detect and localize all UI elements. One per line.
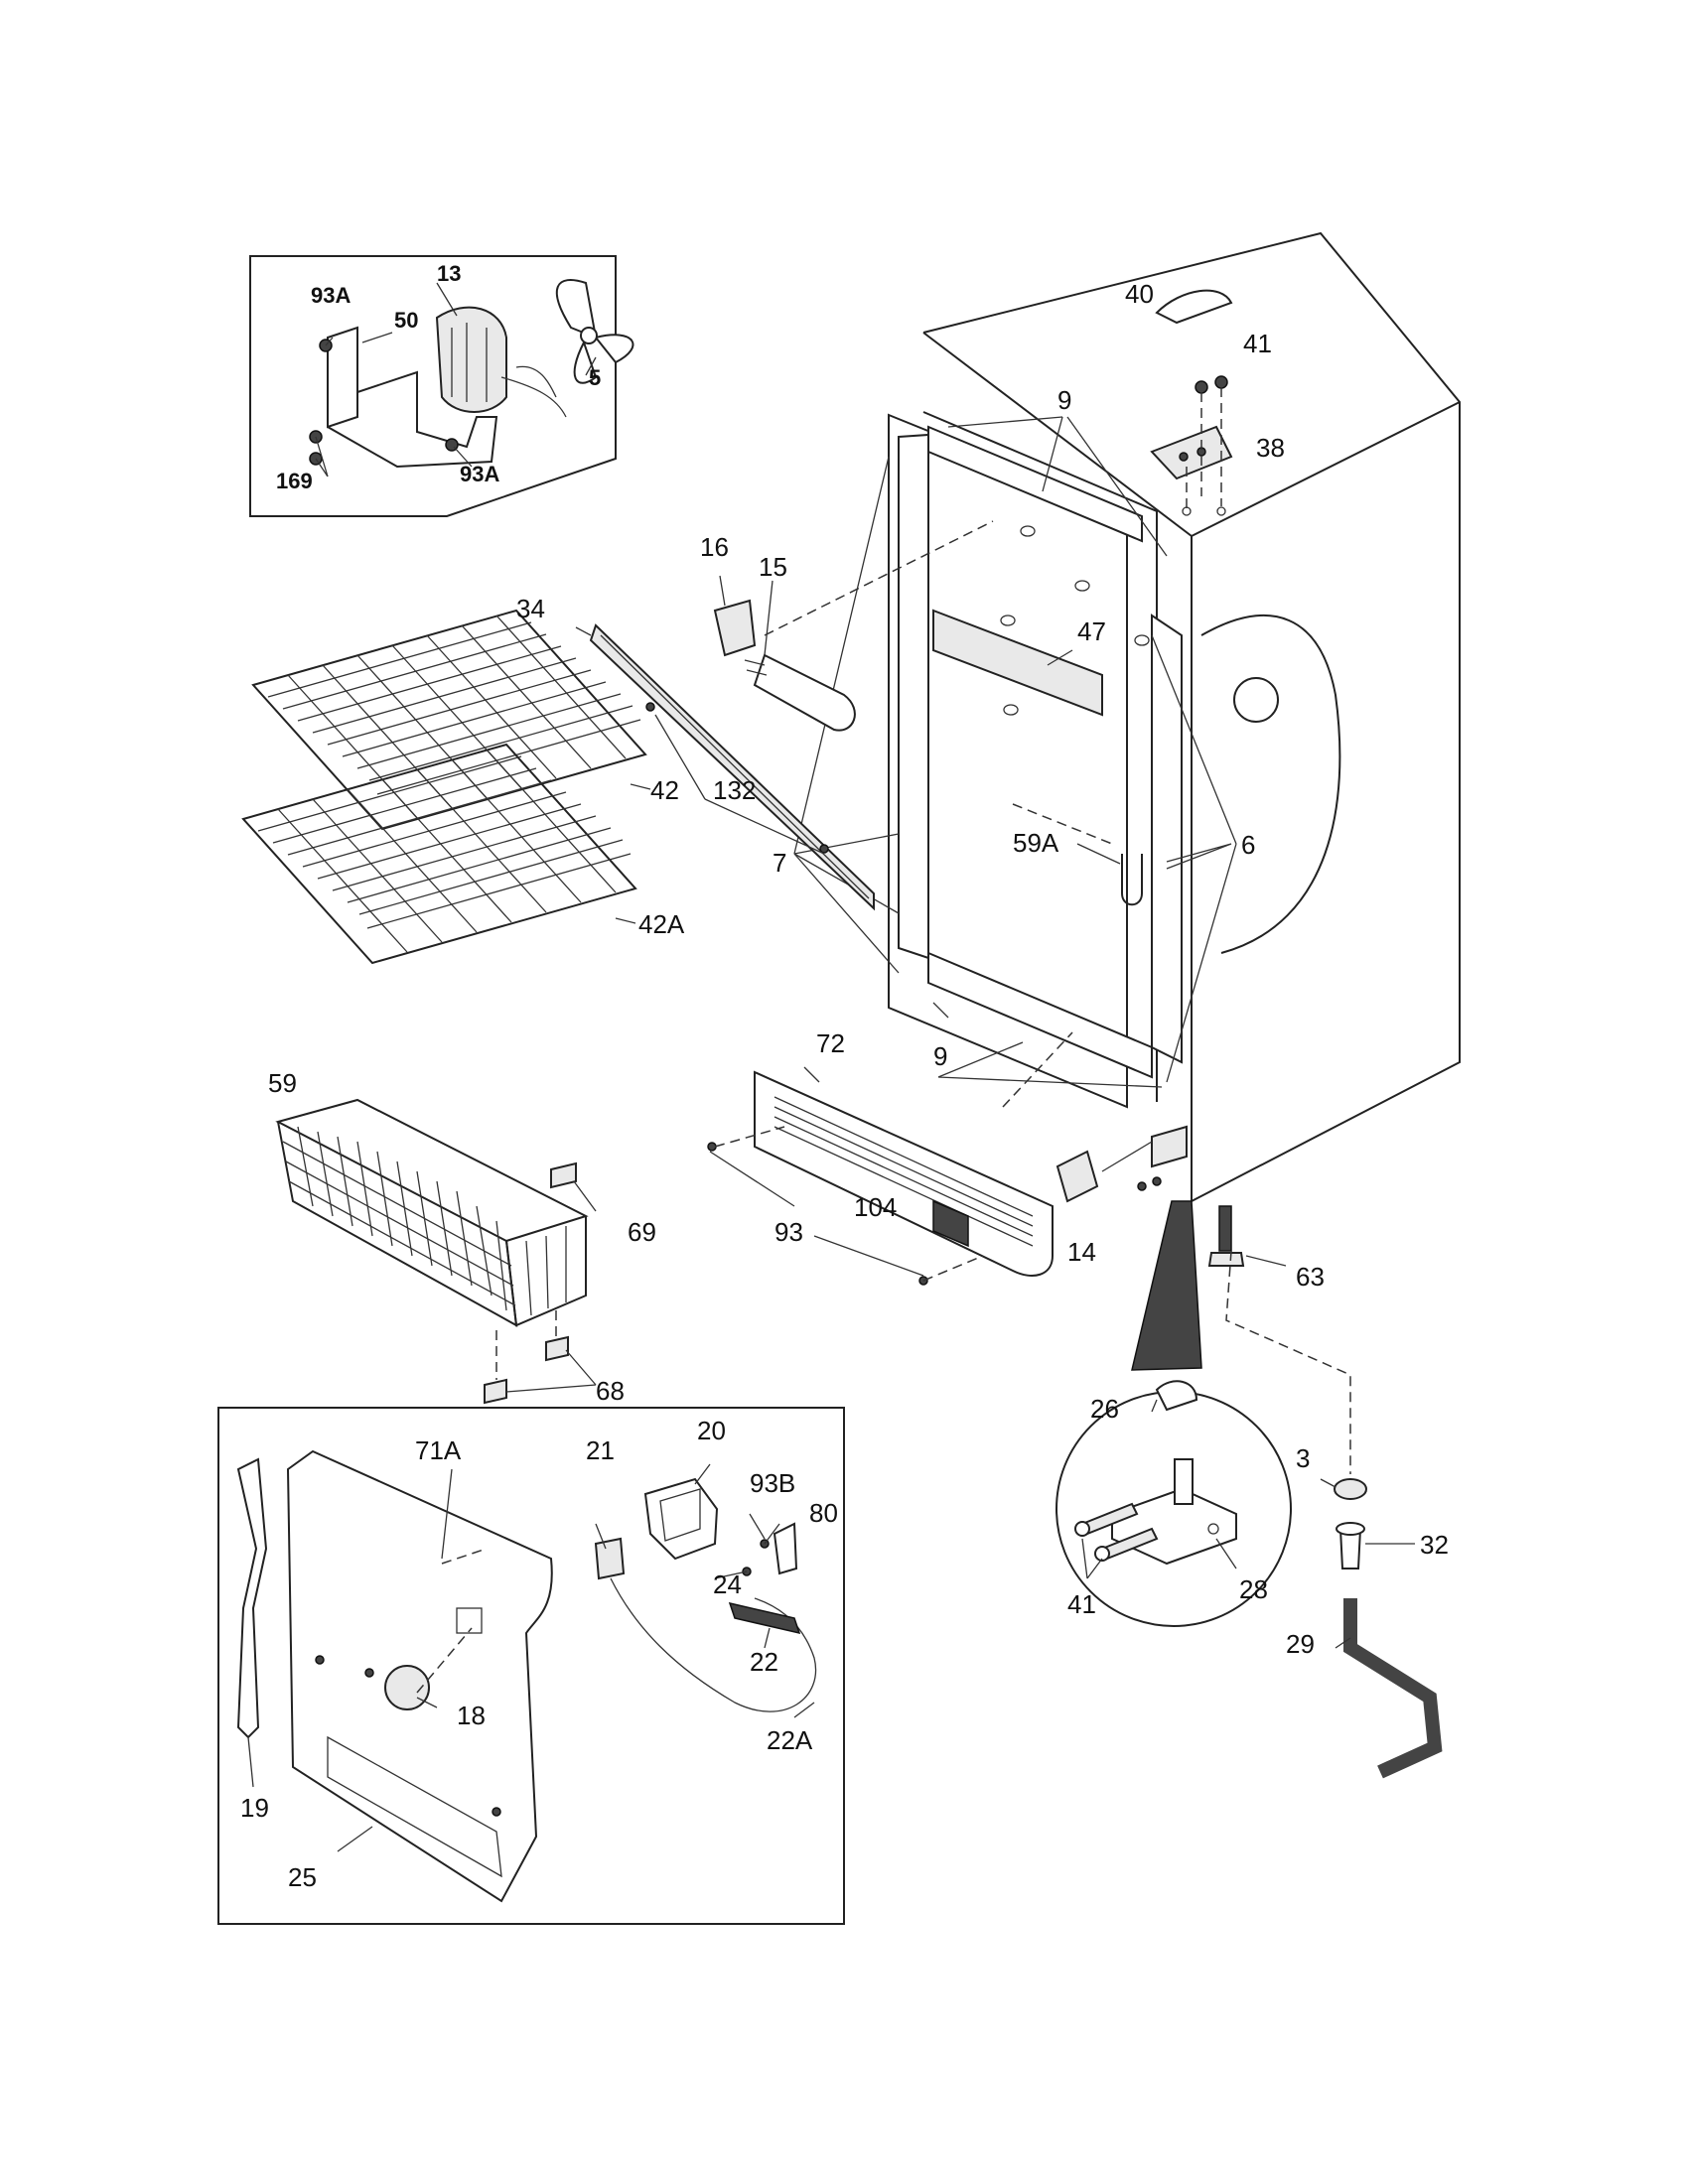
label-40: 40 bbox=[1125, 279, 1154, 309]
freezer-cabinet bbox=[764, 231, 1461, 1203]
label-104: 104 bbox=[854, 1192, 897, 1222]
label-16: 16 bbox=[700, 532, 729, 562]
label-20: 20 bbox=[697, 1416, 726, 1445]
kickplate-assembly bbox=[707, 1031, 1287, 1286]
label-71A: 71A bbox=[415, 1435, 462, 1465]
label-24: 24 bbox=[713, 1570, 742, 1599]
freezer-basket bbox=[275, 1098, 597, 1405]
label-72: 72 bbox=[816, 1028, 845, 1058]
label-69: 69 bbox=[628, 1217, 656, 1247]
label-6: 6 bbox=[1241, 830, 1255, 860]
label-18: 18 bbox=[457, 1701, 486, 1730]
label-169: 169 bbox=[276, 469, 313, 493]
label-7: 7 bbox=[773, 848, 786, 878]
light-assembly bbox=[575, 575, 875, 911]
label-42: 42 bbox=[650, 775, 679, 805]
label-93B: 93B bbox=[750, 1468, 795, 1498]
label-93: 93 bbox=[774, 1217, 803, 1247]
label-41-bottom: 41 bbox=[1067, 1589, 1096, 1619]
label-19: 19 bbox=[240, 1793, 269, 1823]
label-5: 5 bbox=[589, 365, 601, 390]
label-32: 32 bbox=[1420, 1530, 1449, 1560]
label-38: 38 bbox=[1256, 433, 1285, 463]
label-132: 132 bbox=[713, 775, 756, 805]
label-14: 14 bbox=[1067, 1237, 1096, 1267]
label-3: 3 bbox=[1296, 1443, 1310, 1473]
label-47: 47 bbox=[1077, 616, 1106, 646]
label-63: 63 bbox=[1296, 1262, 1325, 1292]
label-29: 29 bbox=[1286, 1629, 1315, 1659]
label-42A: 42A bbox=[638, 909, 685, 939]
hinge-detail bbox=[1055, 1200, 1443, 1779]
label-26: 26 bbox=[1090, 1394, 1119, 1424]
label-21: 21 bbox=[586, 1435, 615, 1465]
label-15: 15 bbox=[759, 552, 787, 582]
label-80: 80 bbox=[809, 1498, 838, 1528]
label-93A-top: 93A bbox=[311, 283, 351, 308]
label-22: 22 bbox=[750, 1647, 778, 1677]
evaporator-cover-inset bbox=[217, 1407, 845, 1925]
label-93A-bottom: 93A bbox=[460, 462, 499, 486]
label-9-top: 9 bbox=[1057, 385, 1071, 415]
label-22A: 22A bbox=[767, 1725, 813, 1755]
label-25: 25 bbox=[288, 1862, 317, 1892]
fan-motor-inset bbox=[249, 255, 634, 517]
part-labels: 13 93A 50 5 169 93A 40 41 38 9 16 15 34 … bbox=[240, 261, 1449, 1892]
label-34: 34 bbox=[516, 594, 545, 623]
label-59A: 59A bbox=[1013, 828, 1059, 858]
label-9-bottom: 9 bbox=[933, 1041, 947, 1071]
label-13: 13 bbox=[437, 261, 461, 286]
wire-shelves bbox=[241, 609, 651, 965]
label-59: 59 bbox=[268, 1068, 297, 1098]
label-28: 28 bbox=[1239, 1574, 1268, 1604]
label-41-top: 41 bbox=[1243, 329, 1272, 358]
label-50: 50 bbox=[394, 308, 418, 333]
label-68: 68 bbox=[596, 1376, 625, 1406]
